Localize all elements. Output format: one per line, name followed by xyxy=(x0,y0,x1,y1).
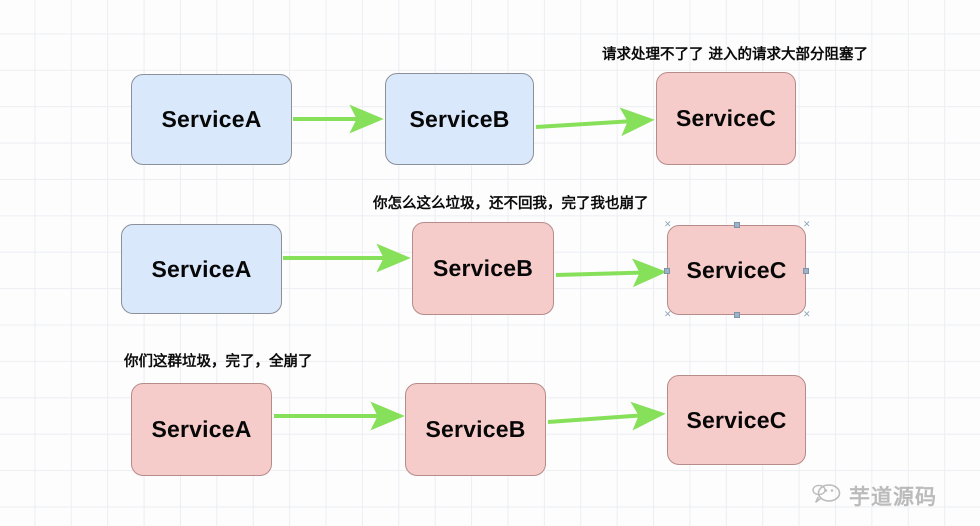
node-r3-service-a[interactable]: ServiceA xyxy=(131,383,272,476)
node-label: ServiceA xyxy=(151,255,252,282)
node-label: ServiceC xyxy=(686,256,787,283)
node-label: ServiceC xyxy=(675,105,777,131)
resize-handle-middle-left[interactable] xyxy=(664,268,670,274)
resize-handle-middle-right[interactable] xyxy=(803,268,809,274)
node-r3-service-c[interactable]: ServiceC xyxy=(667,375,806,465)
annotation-row-1[interactable]: 请求处理不了了 进入的请求大部分阻塞了 xyxy=(602,47,869,63)
node-label: ServiceB xyxy=(425,416,526,442)
node-r1-service-c[interactable]: ServiceC xyxy=(656,72,796,165)
node-r2-service-b[interactable]: ServiceB xyxy=(412,222,554,315)
edge-r1-b-to-c[interactable] xyxy=(535,107,655,137)
node-r2-service-a[interactable]: ServiceA xyxy=(121,224,282,314)
resize-handle-bottom-center[interactable] xyxy=(734,312,740,318)
node-label: ServiceB xyxy=(432,255,534,281)
node-label: ServiceA xyxy=(151,416,252,442)
node-label: ServiceB xyxy=(409,105,510,132)
watermark-text: 芋道源码 xyxy=(849,485,937,509)
resize-handle-bottom-left[interactable]: ✕ xyxy=(664,310,672,320)
watermark: 芋道源码 xyxy=(812,481,937,511)
node-r2-service-c[interactable]: ServiceC ✕ ✕ ✕ ✕ xyxy=(664,220,811,320)
node-r1-service-a[interactable]: ServiceA xyxy=(131,74,292,165)
node-label: ServiceA xyxy=(161,106,262,132)
resize-handle-top-right[interactable]: ✕ xyxy=(803,220,811,230)
resize-handle-top-center[interactable] xyxy=(734,222,740,228)
edge-r2-b-to-c[interactable] xyxy=(555,258,667,288)
node-r1-service-b[interactable]: ServiceB xyxy=(385,73,534,165)
resize-handle-top-left[interactable]: ✕ xyxy=(664,220,672,230)
annotation-row-2[interactable]: 你怎么这么垃圾，还不回我，完了我也崩了 xyxy=(373,196,649,212)
edge-r3-b-to-c[interactable] xyxy=(547,401,666,431)
node-label: ServiceC xyxy=(686,406,787,433)
resize-handle-bottom-right[interactable]: ✕ xyxy=(803,310,811,320)
annotation-row-3[interactable]: 你们这群垃圾，完了，全崩了 xyxy=(124,354,313,370)
chat-bubble-smiley-icon xyxy=(812,483,842,510)
node-r3-service-b[interactable]: ServiceB xyxy=(405,383,546,476)
